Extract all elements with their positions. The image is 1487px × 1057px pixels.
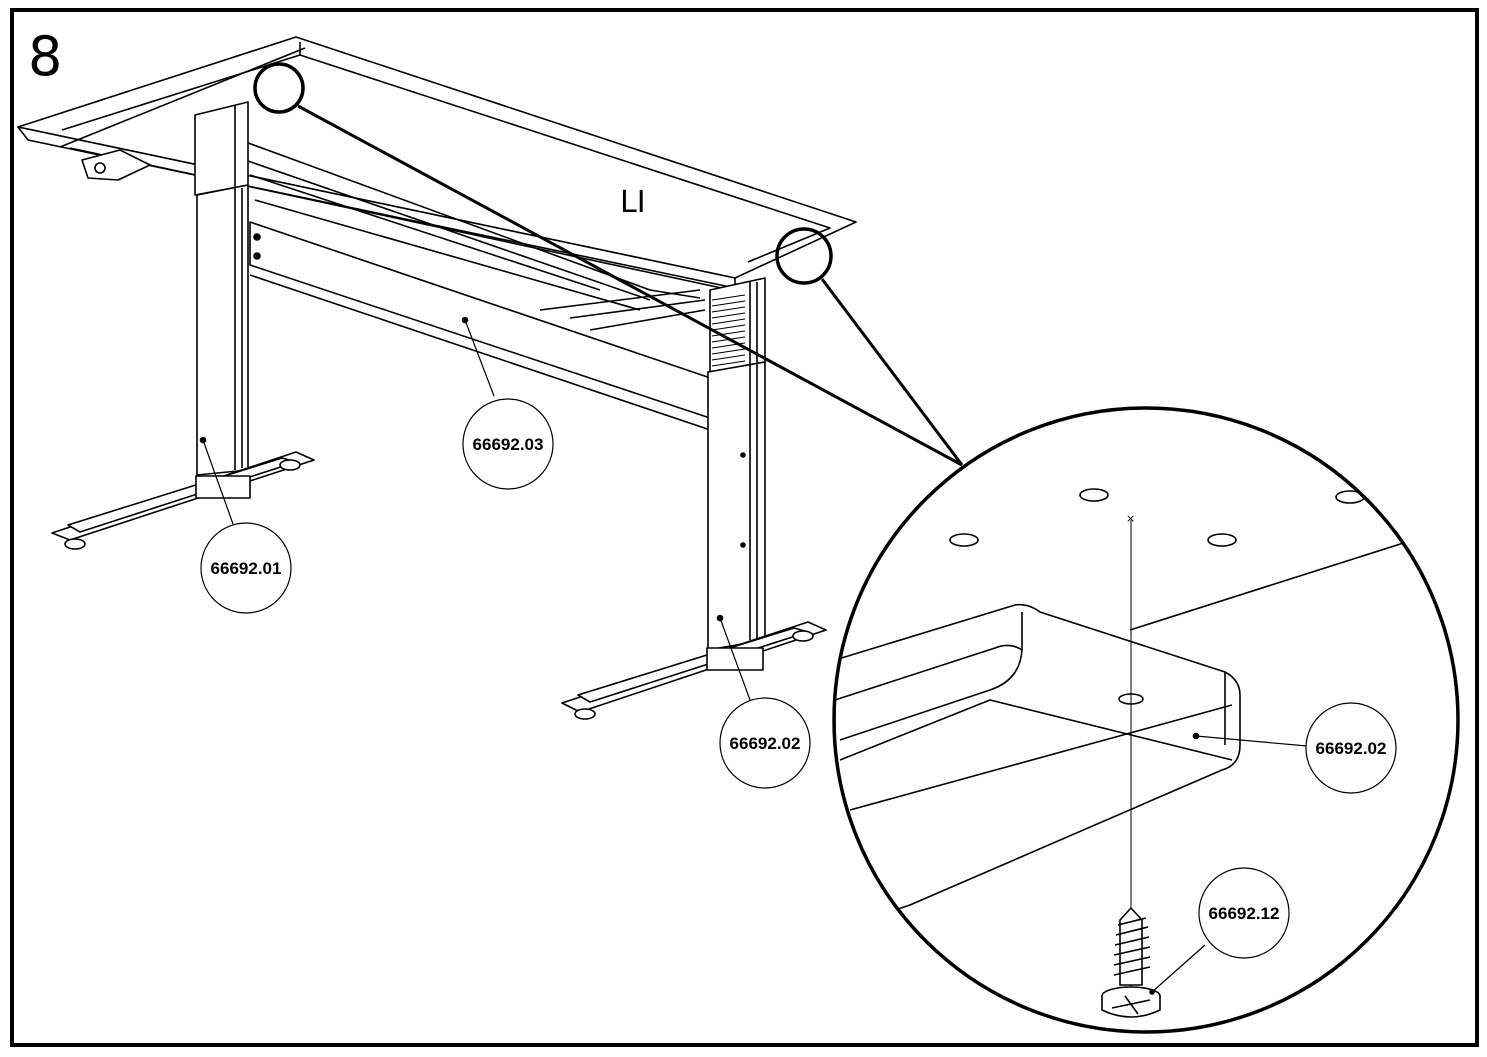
callout-left-leg: 66692.01 bbox=[200, 522, 292, 614]
zoom-marker-left bbox=[253, 62, 305, 114]
projection-line bbox=[297, 104, 963, 467]
side-label: LI bbox=[620, 185, 646, 220]
zoom-marker-right bbox=[775, 227, 833, 285]
detail-view: × bbox=[832, 406, 1460, 1034]
callout-crossbar-label: 66692.03 bbox=[473, 435, 544, 454]
callout-left-leg-label: 66692.01 bbox=[211, 559, 282, 578]
step-number: 8 bbox=[28, 25, 62, 88]
projection-line bbox=[820, 278, 964, 466]
callout-detail-screw: 66692.12 bbox=[1198, 867, 1290, 959]
callout-detail-bracket: 66692.02 bbox=[1305, 702, 1397, 794]
svg-text:×: × bbox=[1126, 512, 1135, 525]
callout-detail-screw-label: 66692.12 bbox=[1209, 904, 1280, 923]
callout-right-leg: 66692.02 bbox=[719, 697, 811, 789]
callout-detail-bracket-label: 66692.02 bbox=[1316, 739, 1387, 758]
screw-drawing bbox=[1101, 906, 1161, 1018]
callout-right-leg-label: 66692.02 bbox=[730, 734, 801, 753]
desk-frame bbox=[17, 36, 857, 720]
callout-crossbar: 66692.03 bbox=[462, 398, 554, 490]
